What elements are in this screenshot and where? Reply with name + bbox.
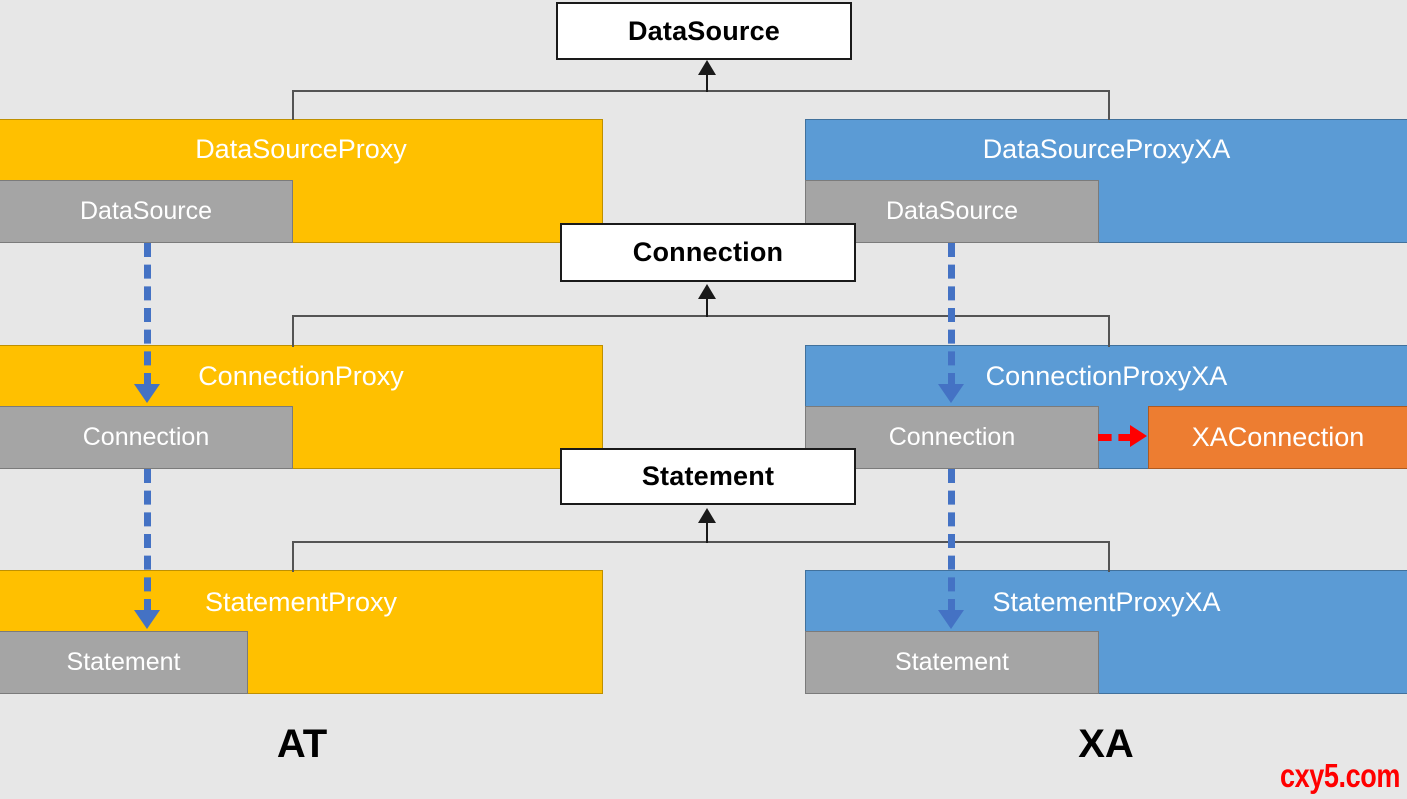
group-label-xa: XA [1078, 722, 1134, 766]
member-label-at-statement: Statement [66, 648, 181, 676]
class-title-datasourceproxy: DataSourceProxy [195, 134, 407, 164]
association-arrow-connection-to-xaconnection [1098, 425, 1150, 449]
interface-label-datasource: DataSource [627, 15, 781, 46]
class-title-datasourceproxyxa: DataSourceProxyXA [982, 134, 1231, 164]
interface-box-statement[interactable]: Statement [560, 448, 856, 505]
class-title-connectionproxy: ConnectionProxy [198, 361, 404, 391]
member-box-at-statement[interactable]: Statement [0, 631, 248, 694]
member-label-at-connection: Connection [82, 423, 210, 451]
class-title-statementproxy: StatementProxy [204, 587, 398, 617]
generalization-arrowhead-datasource [698, 60, 716, 75]
class-box-xaconnection[interactable]: XAConnection [1148, 406, 1407, 469]
interface-box-datasource[interactable]: DataSource [556, 2, 852, 60]
member-label-at-datasource: DataSource [79, 197, 213, 225]
class-title-connectionproxyxa: ConnectionProxyXA [985, 361, 1228, 391]
group-label-at: AT [276, 722, 328, 766]
member-label-xa-connection: Connection [888, 423, 1016, 451]
member-box-xa-statement[interactable]: Statement [805, 631, 1099, 694]
class-title-statementproxyxa: StatementProxyXA [992, 587, 1221, 617]
member-box-at-connection[interactable]: Connection [0, 406, 293, 469]
generalization-arrowhead-statement [698, 508, 716, 523]
interface-box-connection[interactable]: Connection [560, 223, 856, 282]
interface-label-connection: Connection [632, 237, 784, 267]
member-label-xa-statement: Statement [895, 648, 1009, 676]
member-box-at-datasource[interactable]: DataSource [0, 180, 293, 243]
watermark: cxy5.com [1280, 757, 1401, 794]
generalization-arrowhead-connection [698, 284, 716, 299]
interface-label-statement: Statement [641, 461, 775, 491]
class-label-xaconnection: XAConnection [1191, 422, 1365, 452]
member-label-xa-datasource: DataSource [885, 197, 1019, 225]
